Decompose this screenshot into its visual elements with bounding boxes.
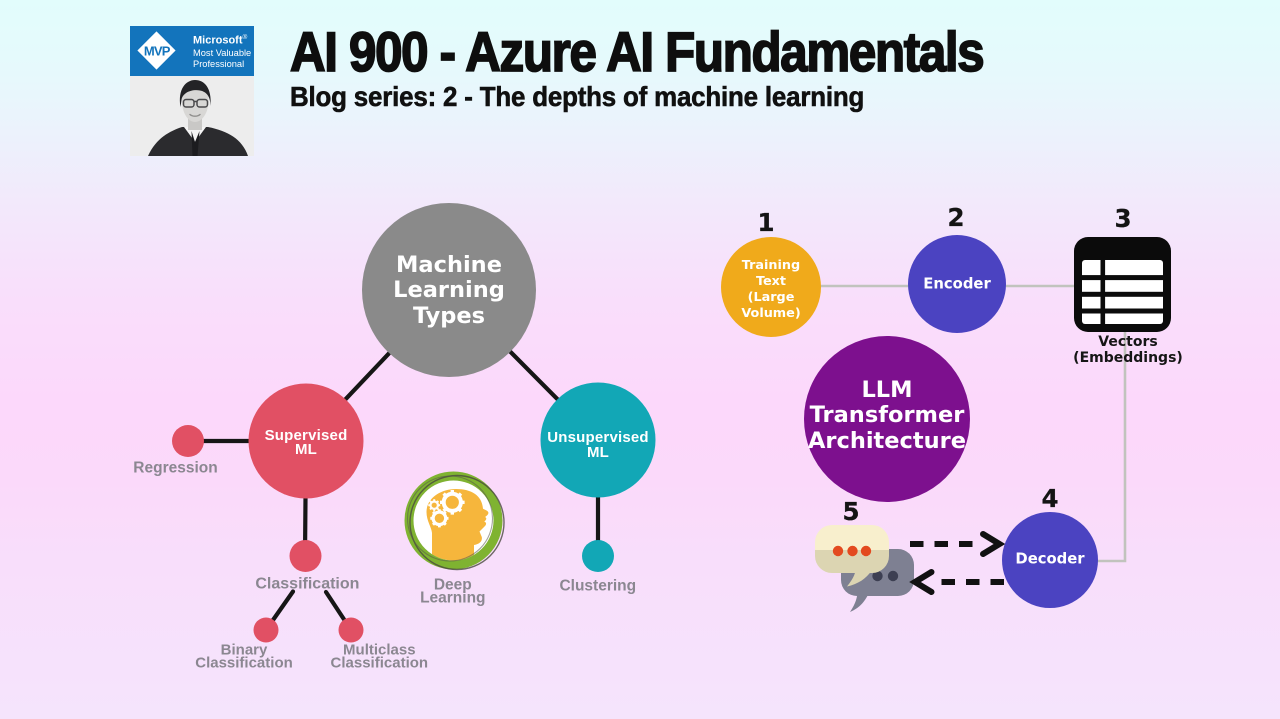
mvp-badge-text: Microsoft® Most Valuable Professional — [193, 31, 251, 71]
label-deep-learning: Deep Learning — [420, 576, 486, 607]
microsoft-text: Microsoft — [193, 34, 243, 47]
gray-bubble-dot — [872, 570, 883, 582]
arrow-right-head — [980, 531, 1006, 557]
portrait-tie — [191, 131, 200, 156]
node-decoder — [1002, 512, 1098, 608]
portrait-face — [182, 83, 209, 122]
node-training-text — [721, 237, 821, 337]
table-row-line — [1082, 291, 1163, 297]
deep-learning-icon — [404, 471, 505, 571]
label-unsupervised: Unsupervised ML — [547, 428, 649, 461]
mvp-diamond-text: MVP — [143, 43, 170, 58]
gray-bubble-dot — [887, 570, 899, 582]
page-title: AI 900 - Azure AI Fundamentals — [289, 20, 985, 83]
mvp-badge: MVP Microsoft® Most Valuable Professiona… — [130, 26, 254, 156]
cream-bubble-dot — [832, 545, 844, 557]
cream-bubble-dot — [860, 545, 872, 557]
registered-mark: ® — [242, 34, 248, 41]
label-decoder: Decoder — [1015, 550, 1085, 568]
microsoft-wordmark: Microsoft® — [193, 31, 251, 48]
cream-bubble — [815, 525, 889, 587]
gears — [428, 490, 465, 528]
portrait-hair — [179, 80, 211, 107]
label-regression: Regression — [133, 459, 218, 477]
step-number-3: 3 — [1114, 203, 1132, 233]
label-training-text: Training Text (Large Volume) — [741, 258, 801, 321]
label-llm-transformer: LLM Transformer Architecture — [807, 376, 967, 454]
sketch-ring-inner — [406, 475, 494, 562]
table-row-line — [1082, 275, 1163, 281]
node-supervised — [248, 383, 364, 499]
head-silhouette — [426, 489, 489, 561]
arrow-left-head — [909, 569, 935, 595]
portrait-smile — [189, 113, 201, 117]
label-encoder: Encoder — [923, 275, 991, 293]
node-ml-types — [362, 203, 536, 377]
node-regression — [172, 425, 204, 457]
node-clustering — [582, 540, 614, 572]
most-valuable-text: Most Valuable — [193, 47, 252, 58]
step-number-5: 5 — [842, 496, 860, 526]
cream-bubble-dot — [847, 545, 858, 557]
label-multiclass-classification: Multiclass Classification — [330, 641, 429, 672]
step-number-1: 1 — [757, 207, 775, 237]
sketch-ring-outer — [409, 474, 505, 571]
table-column-line — [1100, 260, 1106, 324]
page-subtitle: Blog series: 2 - The depths of machine l… — [290, 81, 865, 112]
profile-photo — [130, 76, 254, 156]
node-unsupervised — [540, 382, 656, 498]
portrait-shirt — [184, 127, 206, 142]
label-ml-types: Machine Learning Types — [393, 251, 505, 329]
node-binary-classification — [253, 617, 279, 643]
mvp-badge-banner: MVP Microsoft® Most Valuable Professiona… — [130, 26, 254, 76]
label-vectors-embeddings: Vectors (Embeddings) — [1073, 333, 1183, 366]
node-llm-transformer — [804, 336, 970, 502]
label-classification: Classification — [255, 575, 360, 593]
vectors-table-icon — [1074, 237, 1171, 332]
node-multiclass-classification — [338, 617, 364, 643]
step-number-2: 2 — [947, 202, 965, 232]
chat-bubbles-icon — [815, 525, 914, 612]
node-encoder — [908, 235, 1006, 333]
label-supervised: Supervised ML — [264, 427, 348, 459]
portrait-illustration — [130, 76, 254, 156]
mvp-diamond-logo: MVP — [137, 31, 176, 70]
dashed-arrows — [909, 531, 1006, 595]
portrait-glasses — [182, 98, 209, 108]
professional-text: Professional — [193, 59, 245, 70]
node-classification — [289, 540, 322, 572]
label-binary-classification: Binary Classification — [195, 641, 293, 672]
label-clustering: Clustering — [559, 577, 637, 595]
table-row-line — [1082, 308, 1163, 314]
step-number-4: 4 — [1041, 483, 1059, 513]
